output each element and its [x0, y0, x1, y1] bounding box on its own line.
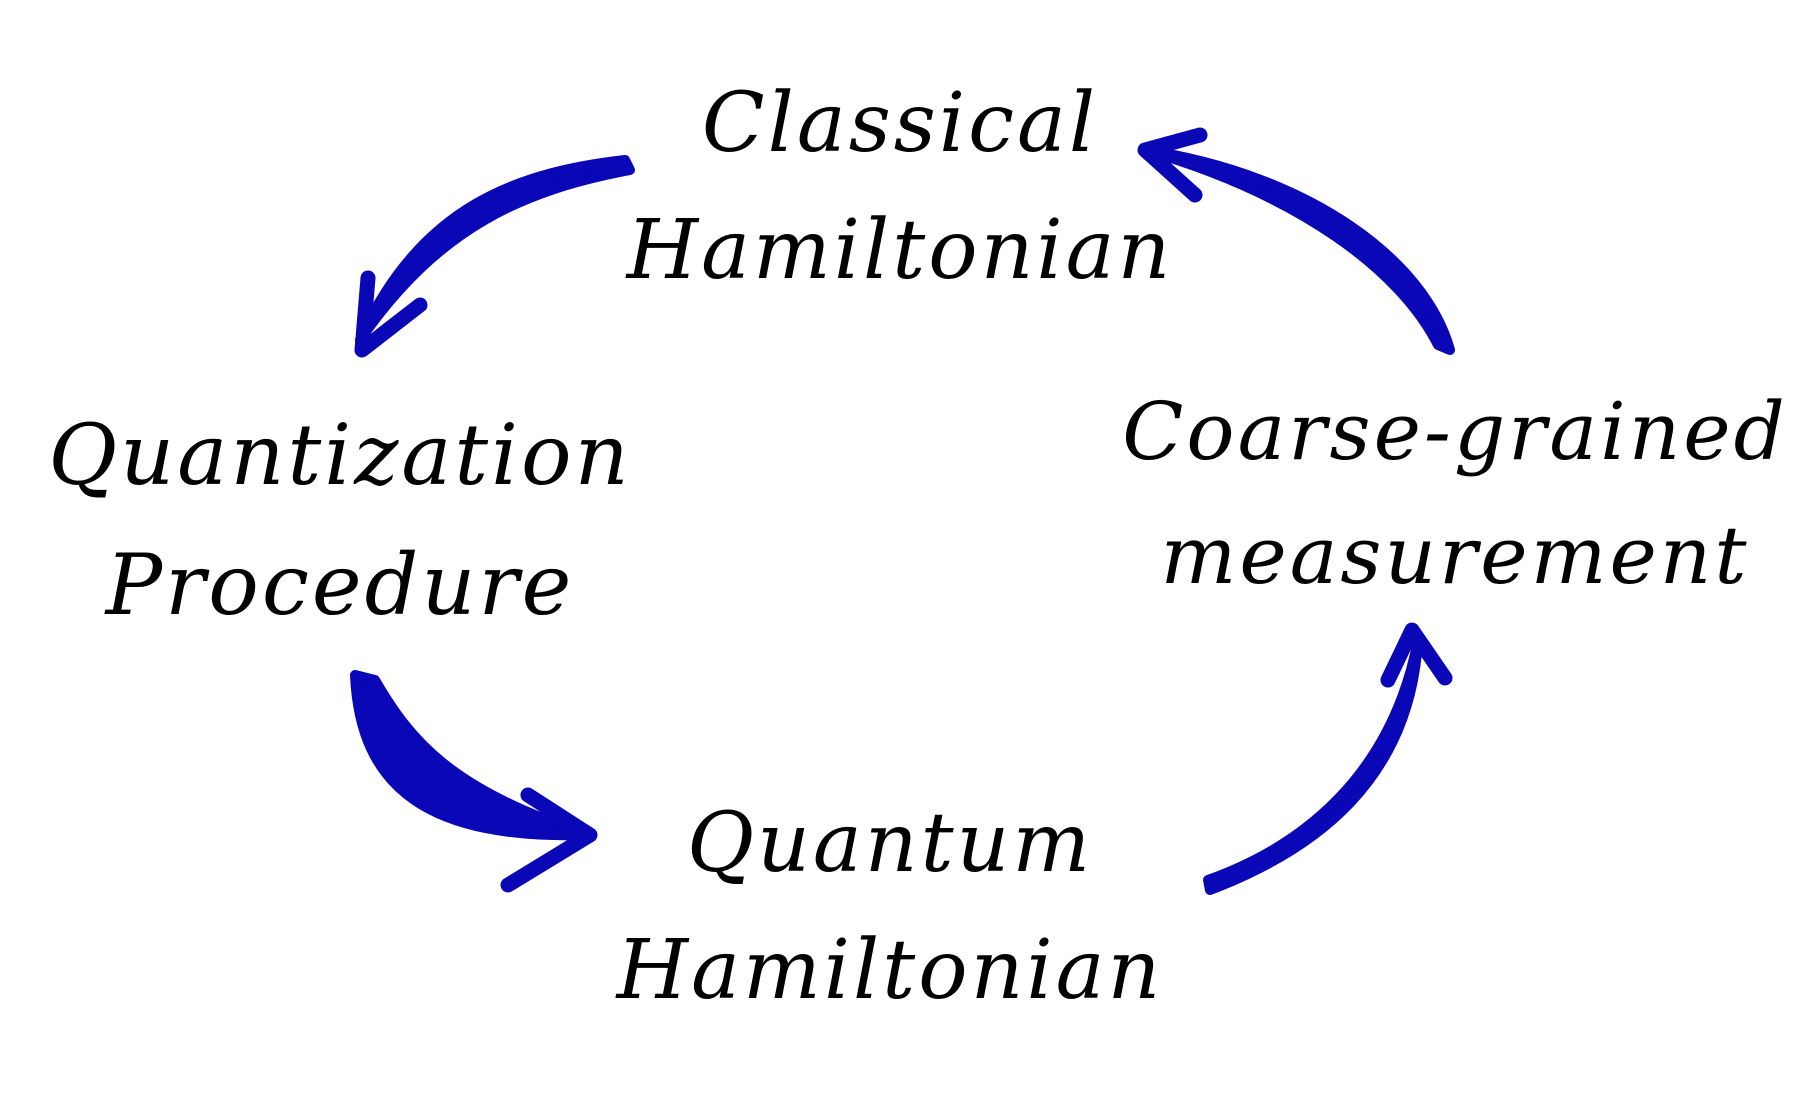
- node-classical-hamiltonian: Classical Hamiltonian: [600, 60, 1200, 314]
- arrow-quantization-to-quantum: [350, 670, 598, 893]
- arrow-coarse-to-classical: [1137, 127, 1455, 355]
- arrow-head: [1137, 127, 1208, 203]
- node-quantization-line1: Quantization: [48, 406, 632, 504]
- node-quantum-line1: Quantum: [686, 796, 1094, 891]
- node-quantum-hamiltonian: Quantum Hamiltonian: [590, 780, 1190, 1034]
- node-quantum-line2: Hamiltonian: [616, 923, 1164, 1019]
- arrow-quantum-to-coarse: [1203, 622, 1453, 895]
- node-classical-line2: Hamiltonian: [626, 203, 1174, 299]
- arrow-head: [1380, 622, 1453, 688]
- arrow-head: [500, 787, 598, 893]
- node-coarse-line2: measurement: [1160, 509, 1750, 602]
- node-coarse-grained-measurement: Coarse-grained measurement: [1110, 370, 1800, 618]
- arrow-body: [1140, 145, 1455, 355]
- arrow-classical-to-quantization: [354, 155, 635, 358]
- arrow-head: [354, 270, 428, 358]
- node-quantization-procedure: Quantization Procedure: [20, 390, 660, 650]
- node-classical-line1: Classical: [701, 76, 1099, 171]
- node-quantization-line2: Procedure: [105, 536, 575, 635]
- node-coarse-line1: Coarse-grained: [1122, 385, 1788, 478]
